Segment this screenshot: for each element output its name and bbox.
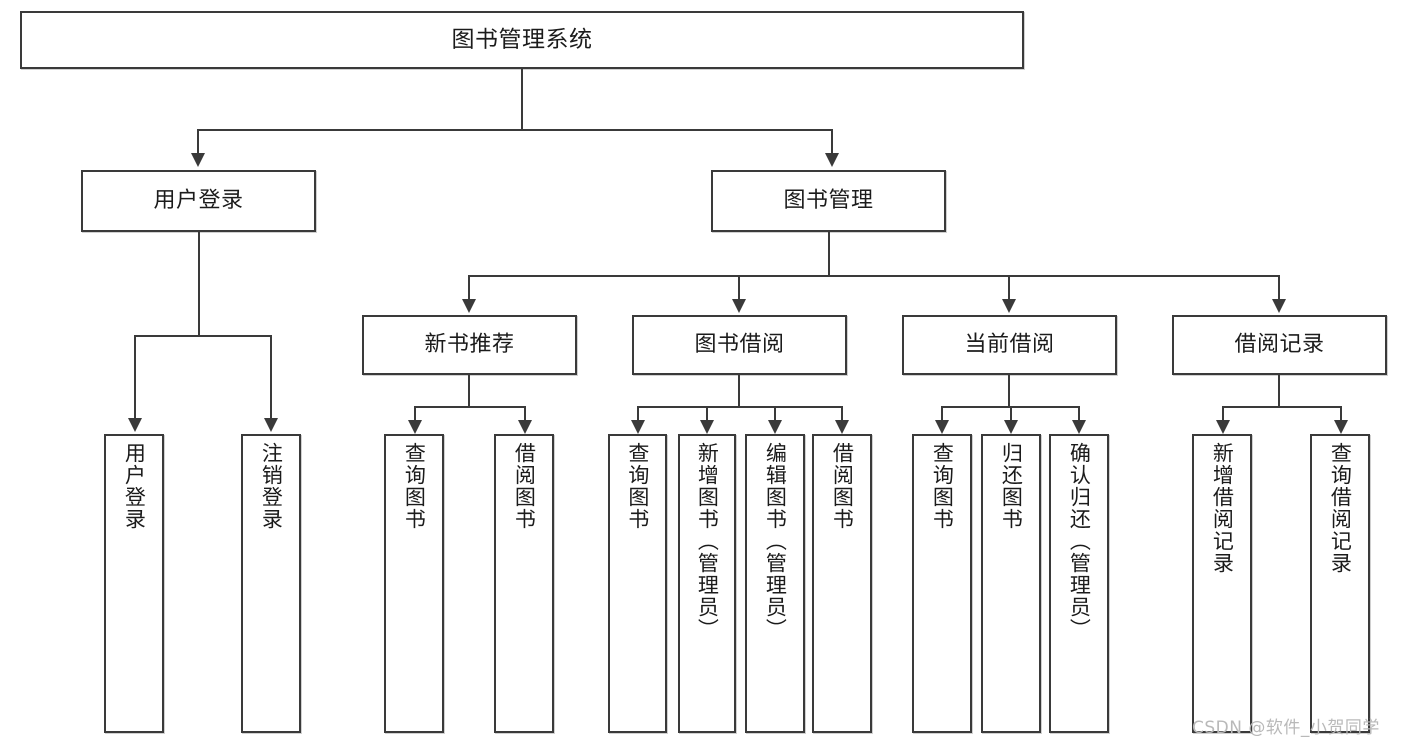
arrowhead-cb-leaf-3 <box>1072 420 1086 434</box>
leaf-confirm-return-admin[interactable]: 确认归还（管理员） <box>1049 434 1109 733</box>
node-label: 查询借阅记录 <box>1328 442 1353 574</box>
node-label: 新增图书（管理员） <box>695 442 720 640</box>
node-label: 查询图书 <box>625 442 650 530</box>
connector-to-current-borrow <box>1008 275 1010 301</box>
node-label: 新增借阅记录 <box>1210 442 1235 574</box>
node-label: 借阅图书 <box>512 442 537 530</box>
node-label: 查询图书 <box>402 442 427 530</box>
arrowhead-bb-leaf-1 <box>631 420 645 434</box>
connector-br-leaf-1 <box>1222 406 1224 422</box>
leaf-user-login[interactable]: 用户登录 <box>104 434 164 733</box>
arrowhead-root-to-book-management <box>825 153 839 167</box>
arrowhead-br-leaf-2 <box>1334 420 1348 434</box>
connector-root-stem <box>521 69 523 130</box>
arrowhead-to-new-book-recommend <box>462 299 476 313</box>
connector-book-management-bar <box>468 275 1280 277</box>
arrowhead-bb-leaf-4 <box>835 420 849 434</box>
connector-root-bar <box>197 129 833 131</box>
connector-borrow-record-stem <box>1278 375 1280 407</box>
connector-bb-leaf-3 <box>774 406 776 422</box>
connector-br-leaf-2 <box>1340 406 1342 422</box>
arrowhead-cb-leaf-2 <box>1004 420 1018 434</box>
node-label: 图书借阅 <box>694 332 785 358</box>
connector-cb-leaf-3 <box>1078 406 1080 422</box>
node-label: 新书推荐 <box>424 332 515 358</box>
connector-bb-leaf-1 <box>637 406 639 422</box>
connector-book-borrow-stem <box>738 375 740 407</box>
connector-root-to-book-management <box>831 129 833 155</box>
node-label: 查询图书 <box>930 442 955 530</box>
leaf-query-borrow-record[interactable]: 查询借阅记录 <box>1310 434 1370 733</box>
connector-user-login-leaf-1 <box>134 335 136 420</box>
node-label: 注销登录 <box>259 442 284 530</box>
node-book-management-system[interactable]: 图书管理系统 <box>20 11 1024 69</box>
connector-root-to-user-login <box>197 129 199 155</box>
leaf-query-book-recommend[interactable]: 查询图书 <box>384 434 444 733</box>
node-label: 借阅记录 <box>1234 332 1325 358</box>
connector-to-book-borrow <box>738 275 740 301</box>
connector-nbr-leaf-1 <box>414 406 416 422</box>
connector-nbr-leaf-2 <box>524 406 526 422</box>
leaf-borrow-book-recommend[interactable]: 借阅图书 <box>494 434 554 733</box>
node-new-book-recommend[interactable]: 新书推荐 <box>362 315 577 375</box>
node-label: 归还图书 <box>999 442 1024 530</box>
node-label: 用户登录 <box>153 188 244 214</box>
connector-bb-leaf-2 <box>706 406 708 422</box>
arrowhead-br-leaf-1 <box>1216 420 1230 434</box>
connector-user-login-leaf-2 <box>270 335 272 420</box>
arrowhead-bb-leaf-3 <box>768 420 782 434</box>
arrowhead-nbr-leaf-1 <box>408 420 422 434</box>
node-label: 编辑图书（管理员） <box>763 442 788 640</box>
connector-cb-leaf-2 <box>1010 406 1012 422</box>
connector-user-login-stem <box>198 232 200 336</box>
node-label: 用户登录 <box>122 442 147 530</box>
leaf-edit-book-admin[interactable]: 编辑图书（管理员） <box>745 434 805 733</box>
connector-to-borrow-record <box>1278 275 1280 301</box>
connector-cb-leaf-1 <box>941 406 943 422</box>
node-label: 图书管理 <box>783 188 874 214</box>
node-label: 当前借阅 <box>964 332 1055 358</box>
arrowhead-root-to-user-login <box>191 153 205 167</box>
arrowhead-user-login-leaf-1 <box>128 418 142 432</box>
node-borrow-record[interactable]: 借阅记录 <box>1172 315 1387 375</box>
leaf-logout-login[interactable]: 注销登录 <box>241 434 301 733</box>
connector-book-management-stem <box>828 232 830 276</box>
arrowhead-to-borrow-record <box>1272 299 1286 313</box>
node-user-login[interactable]: 用户登录 <box>81 170 316 232</box>
connector-current-borrow-stem <box>1008 375 1010 407</box>
node-label: 图书管理系统 <box>451 26 593 53</box>
leaf-borrow-book[interactable]: 借阅图书 <box>812 434 872 733</box>
leaf-query-book-current[interactable]: 查询图书 <box>912 434 972 733</box>
arrowhead-bb-leaf-2 <box>700 420 714 434</box>
node-book-management[interactable]: 图书管理 <box>711 170 946 232</box>
connector-user-login-bar <box>134 335 270 337</box>
arrowhead-user-login-leaf-2 <box>264 418 278 432</box>
node-label: 确认归还（管理员） <box>1067 442 1092 640</box>
arrowhead-to-book-borrow <box>732 299 746 313</box>
connector-new-book-recommend-bar <box>414 406 524 408</box>
connector-book-borrow-bar <box>637 406 843 408</box>
connector-bb-leaf-4 <box>841 406 843 422</box>
node-current-borrow[interactable]: 当前借阅 <box>902 315 1117 375</box>
leaf-return-book[interactable]: 归还图书 <box>981 434 1041 733</box>
arrowhead-nbr-leaf-2 <box>518 420 532 434</box>
node-label: 借阅图书 <box>830 442 855 530</box>
leaf-query-book-borrow[interactable]: 查询图书 <box>608 434 667 733</box>
arrowhead-cb-leaf-1 <box>935 420 949 434</box>
connector-to-new-book-recommend <box>468 275 470 301</box>
connector-new-book-recommend-stem <box>468 375 470 407</box>
node-book-borrow[interactable]: 图书借阅 <box>632 315 847 375</box>
leaf-add-book-admin[interactable]: 新增图书（管理员） <box>678 434 736 733</box>
connector-borrow-record-bar <box>1222 406 1340 408</box>
leaf-add-borrow-record[interactable]: 新增借阅记录 <box>1192 434 1252 733</box>
arrowhead-to-current-borrow <box>1002 299 1016 313</box>
